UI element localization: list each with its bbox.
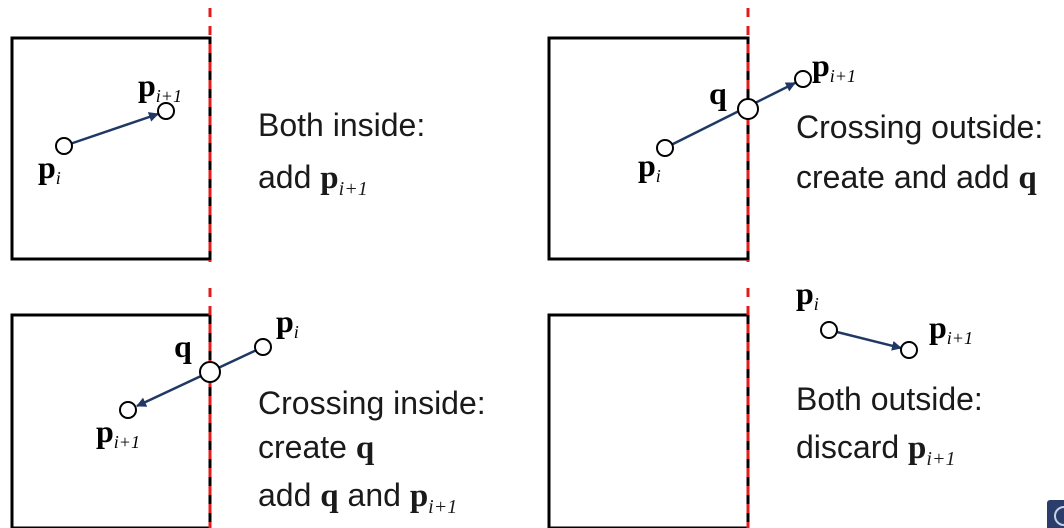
point-p-i1 — [119, 401, 137, 419]
caption-line-1: Both inside: — [258, 107, 425, 143]
edge-arrow — [63, 112, 159, 148]
caption-line-1: Both outside: — [796, 381, 983, 417]
label-p-i: pi — [796, 275, 819, 314]
label-p-i: pi — [276, 303, 299, 342]
label-p-i1: pi+1 — [929, 309, 973, 348]
point-p-i — [656, 139, 674, 157]
point-p-i — [820, 321, 838, 339]
university-seal-logo — [1047, 500, 1064, 528]
label-p-i: pi — [38, 149, 61, 188]
caption-line-2: create q — [258, 429, 375, 466]
edge-arrow — [664, 81, 796, 150]
panel-crossing-inside: pi q pi+1 Crossing inside: create q add … — [10, 288, 486, 528]
point-p-i — [254, 338, 272, 356]
point-p-i1 — [900, 341, 918, 359]
point-p-i — [55, 137, 73, 155]
intersection-point-q — [199, 361, 221, 383]
label-p-i1: pi+1 — [812, 47, 856, 86]
panel-both-inside: pi pi+1 Both inside: add pi+1 — [10, 8, 425, 262]
intersection-point-q — [737, 98, 759, 120]
caption-line-2: add pi+1 — [258, 159, 368, 200]
panel-crossing-outside: pi q pi+1 Crossing outside: create and a… — [547, 8, 1043, 262]
panel-both-outside: pi pi+1 Both outside: discard pi+1 — [547, 275, 983, 528]
label-p-i: pi — [638, 147, 661, 186]
caption-line-1: Crossing inside: — [258, 385, 486, 421]
caption-line-2: discard pi+1 — [796, 429, 955, 470]
caption-line-2: create and add q — [796, 159, 1037, 196]
clip-region-box — [10, 36, 212, 261]
point-p-i1 — [157, 102, 175, 120]
label-q: q — [174, 328, 192, 364]
clip-region-box — [547, 313, 750, 528]
caption-line-3: add q and pi+1 — [258, 477, 457, 518]
edge-arrow — [828, 328, 902, 351]
label-q: q — [709, 75, 727, 111]
point-p-i1 — [794, 70, 812, 88]
label-p-i1: pi+1 — [96, 413, 140, 452]
caption-line-1: Crossing outside: — [796, 109, 1043, 145]
label-p-i1: pi+1 — [138, 67, 182, 106]
clip-region-box — [547, 36, 750, 261]
